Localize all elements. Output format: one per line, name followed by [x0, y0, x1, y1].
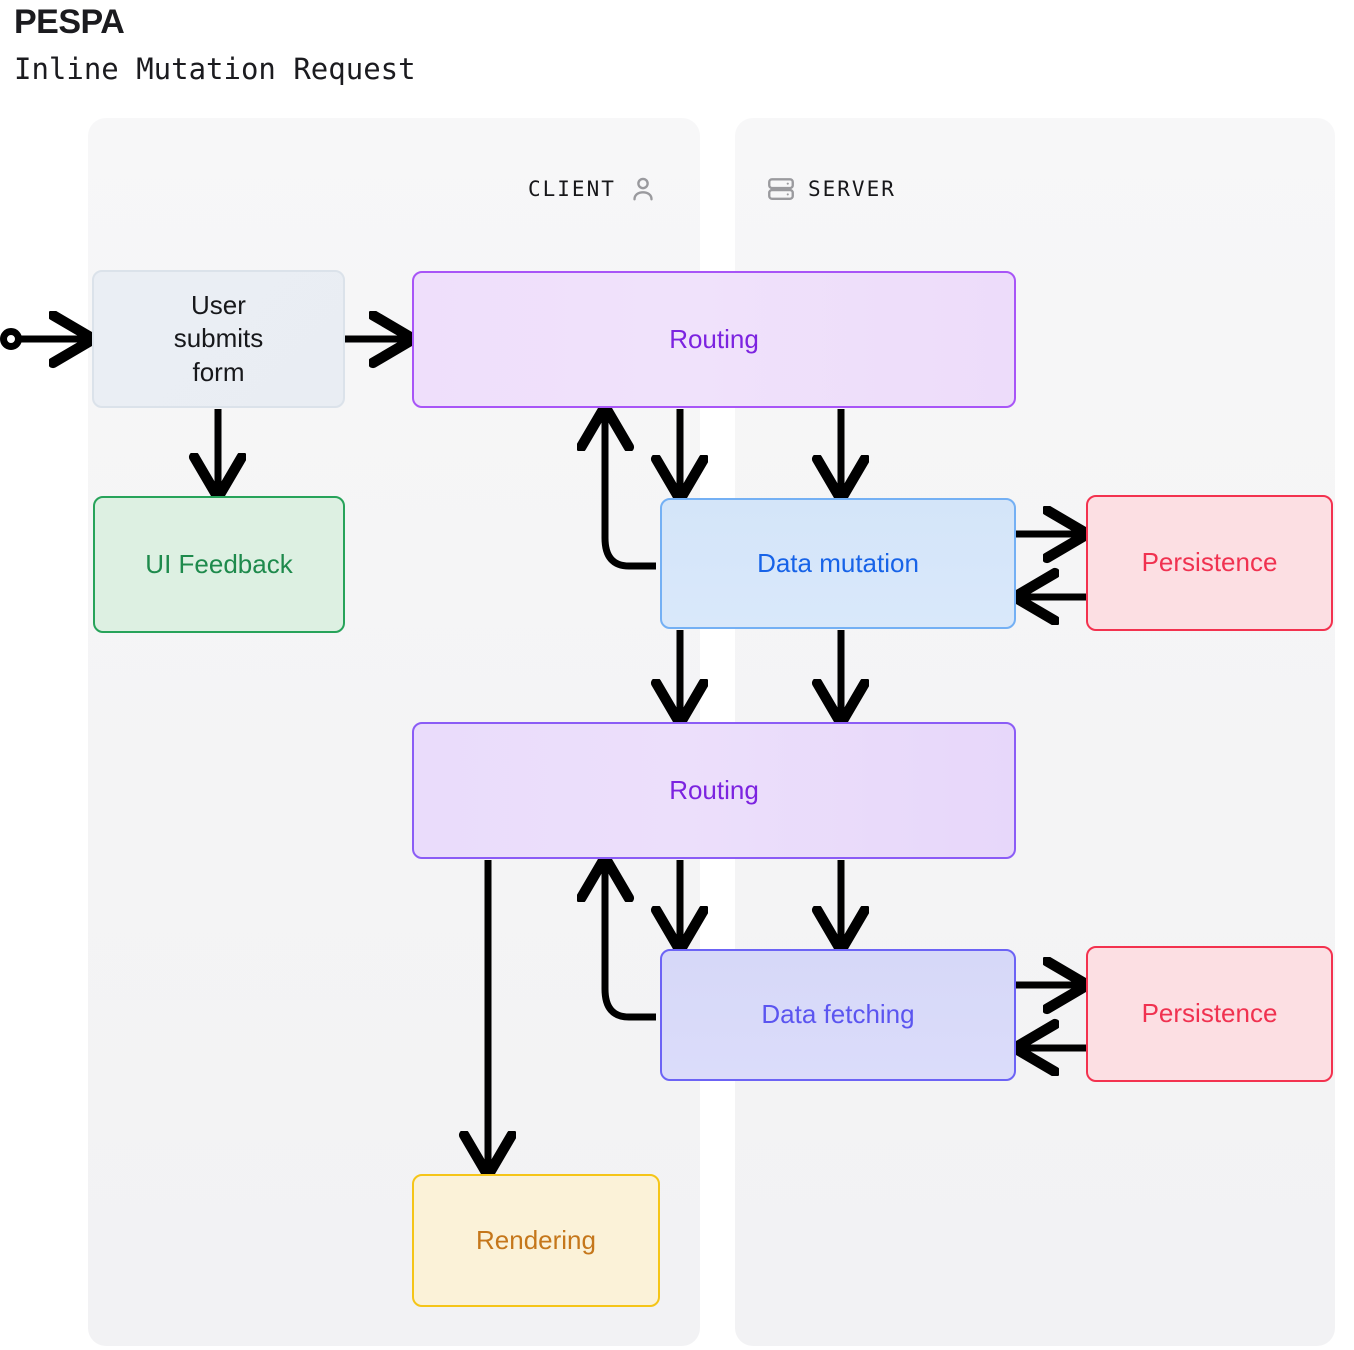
- node-routing-1[interactable]: Routing: [412, 271, 1016, 408]
- node-persistence-1[interactable]: Persistence: [1086, 495, 1333, 631]
- lane-label-server: SERVER: [766, 174, 896, 204]
- page-subtitle: Inline Mutation Request: [14, 52, 416, 86]
- node-ui-feedback-label: UI Feedback: [145, 548, 293, 579]
- node-data-mutation-label: Data mutation: [757, 547, 919, 578]
- node-ui-feedback[interactable]: UI Feedback: [93, 496, 345, 633]
- lane-label-client-text: CLIENT: [528, 177, 616, 201]
- node-persistence-1-label: Persistence: [1141, 547, 1278, 578]
- start-node-dot: [0, 328, 22, 350]
- node-routing-2-label: Routing: [669, 774, 759, 805]
- node-user-submits-form[interactable]: User submits form: [92, 270, 345, 408]
- node-rendering-label: Rendering: [476, 1224, 596, 1255]
- node-persistence-2-label: Persistence: [1141, 998, 1278, 1029]
- page-title: PESPA: [14, 3, 125, 41]
- node-routing-2[interactable]: Routing: [412, 722, 1016, 859]
- node-persistence-2[interactable]: Persistence: [1086, 946, 1333, 1082]
- lane-label-client: CLIENT: [528, 174, 658, 204]
- node-data-fetching-label: Data fetching: [761, 999, 915, 1030]
- node-rendering[interactable]: Rendering: [412, 1174, 660, 1307]
- node-user-submits-form-label: User submits form: [173, 290, 264, 387]
- node-routing-1-label: Routing: [669, 323, 759, 354]
- user-icon: [628, 174, 658, 204]
- server-icon: [766, 174, 796, 204]
- lane-label-server-text: SERVER: [808, 177, 896, 201]
- node-data-fetching[interactable]: Data fetching: [660, 949, 1016, 1081]
- node-data-mutation[interactable]: Data mutation: [660, 498, 1016, 629]
